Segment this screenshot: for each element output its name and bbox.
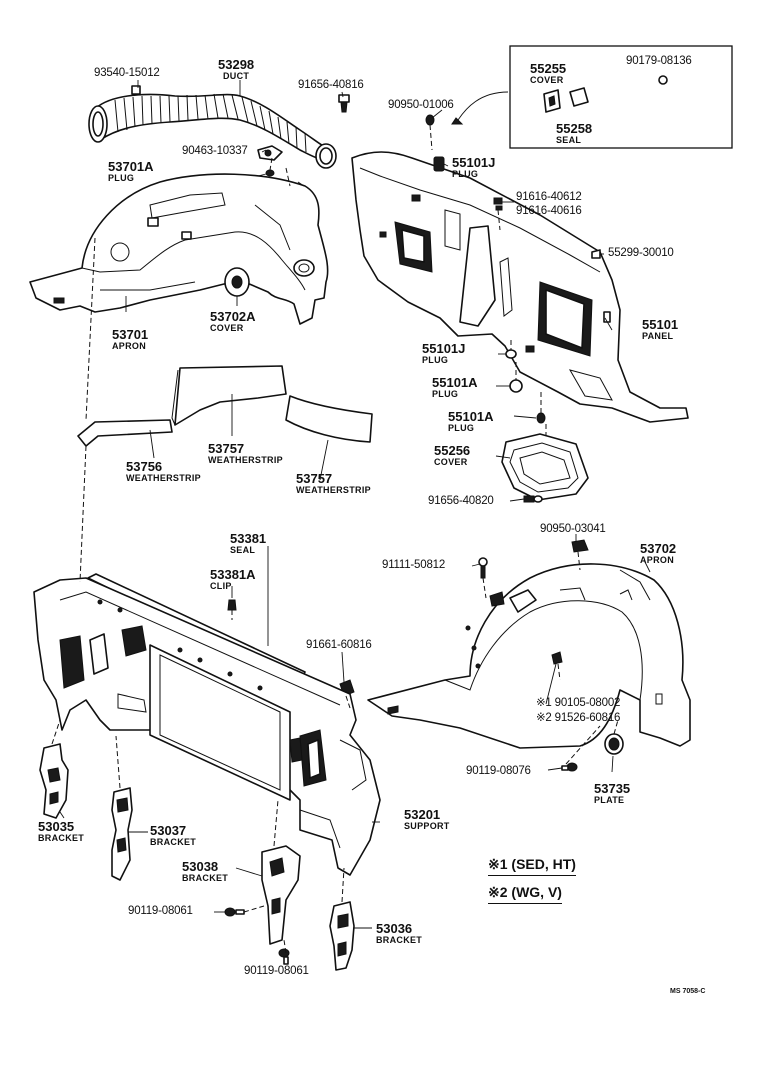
plug-55101A-a (509, 379, 523, 393)
label-55101J-plug-top: 55101J PLUG (452, 155, 496, 179)
label-90463-10337: 90463-10337 (182, 145, 248, 157)
note-wg-v: ※2 (WG, V) (488, 884, 562, 904)
assembly-dashed-lines (51, 124, 619, 954)
fastener-90105 (551, 651, 563, 665)
apron-left-part (29, 173, 329, 325)
weatherstrip-53757-a (171, 365, 287, 426)
fastener-91111 (478, 557, 488, 579)
label-53701A-plug: 53701A PLUG (108, 159, 154, 183)
label-53381A-clip: 53381A CLIP (210, 567, 256, 591)
label-53381-seal: 53381 SEAL (230, 531, 267, 555)
label-53702A-cover: 53702A COVER (210, 309, 256, 333)
label-90119-08076: 90119-08076 (466, 765, 531, 777)
label-53701-apron: 53701 APRON (112, 327, 149, 351)
bracket-53038 (261, 845, 301, 945)
duct-part (88, 93, 337, 169)
plate-53735 (604, 733, 624, 755)
label-53038-bracket: 53038 BRACKET (182, 859, 229, 883)
apron-right-part (367, 563, 691, 749)
note-sed-ht: ※1 (SED, HT) (488, 856, 576, 876)
label-53735-plate: 53735 PLATE (594, 781, 631, 805)
label-53201-support: 53201 SUPPORT (404, 807, 450, 831)
plug-55101A-b (536, 412, 546, 424)
label-53298-duct: 53298 DUCT (218, 57, 255, 81)
cover-55256 (501, 433, 589, 501)
label-90119-08061-a: 90119-08061 (128, 905, 193, 917)
detail-box (451, 45, 733, 149)
bolt-90119-b (278, 948, 290, 965)
fastener-91656-top (338, 94, 350, 113)
label-55101A-plug-a: 55101A PLUG (432, 375, 478, 399)
label-55101J-plug-mid: 55101J PLUG (422, 341, 466, 365)
plug-53701A (265, 169, 275, 177)
label-53037-bracket: 53037 BRACKET (150, 823, 197, 847)
dash-panel-part (351, 151, 689, 423)
label-90179-08136: 90179-08136 (626, 55, 692, 67)
label-90105-08002: ※1 90105-08002 (536, 697, 621, 709)
bracket-53035 (39, 743, 69, 819)
fastener-90463 (257, 145, 283, 161)
label-91111-50812: 91111-50812 (382, 559, 446, 571)
leader-lines (59, 80, 651, 964)
clip-53381A (227, 599, 237, 611)
bracket-53037 (111, 787, 133, 881)
cover-53702A (224, 267, 250, 297)
label-91656-40820: 91656-40820 (428, 495, 494, 507)
plug-55101J-mid (505, 349, 517, 359)
label-91656-40816: 91656-40816 (298, 79, 364, 91)
fastener-90119-08076 (561, 762, 578, 772)
weatherstrip-53756 (77, 419, 173, 447)
plug-55101J-top (433, 156, 445, 172)
label-90950-01006: 90950-01006 (388, 99, 454, 111)
label-55258-seal: 55258 SEAL (556, 121, 593, 145)
bolt-90119-a (224, 907, 245, 917)
bracket-53036 (329, 901, 355, 971)
fastener-93540 (131, 85, 141, 95)
label-53756-weatherstrip: 53756 WEATHERSTRIP (126, 459, 201, 483)
label-91616-40616: 91616-40616 (516, 205, 582, 217)
label-91616-40612: 91616-40612 (516, 191, 582, 203)
fastener-90950-01006 (425, 114, 435, 126)
fastener-91656-40820 (523, 495, 543, 503)
label-53035-bracket: 53035 BRACKET (38, 819, 85, 843)
weatherstrip-53757-b (285, 395, 373, 443)
label-55101A-plug-b: 55101A PLUG (448, 409, 494, 433)
label-55299-30010: 55299-30010 (608, 247, 674, 259)
label-91526-60816: ※2 91526-60816 (536, 712, 621, 724)
label-55101-panel: 55101 PANEL (642, 317, 679, 341)
fastener-91616 (493, 197, 503, 211)
diagram-code: MS 7058-C (670, 988, 706, 995)
label-90119-08061-b: 90119-08061 (244, 965, 309, 977)
label-53757-weatherstrip-a: 53757 WEATHERSTRIP (208, 441, 283, 465)
fastener-90950-03041 (571, 539, 589, 553)
label-53702-apron: 53702 APRON (640, 541, 677, 565)
label-90950-03041: 90950-03041 (540, 523, 606, 535)
label-53757-weatherstrip-b: 53757 WEATHERSTRIP (296, 471, 371, 495)
support-53201 (33, 577, 381, 876)
label-55256-cover: 55256 COVER (434, 443, 471, 467)
label-93540-15012: 93540-15012 (94, 67, 160, 79)
label-55255-cover: 55255 COVER (530, 61, 567, 85)
label-53036-bracket: 53036 BRACKET (376, 921, 423, 945)
label-91661-60816: 91661-60816 (306, 639, 372, 651)
fastener-55299 (591, 249, 601, 259)
